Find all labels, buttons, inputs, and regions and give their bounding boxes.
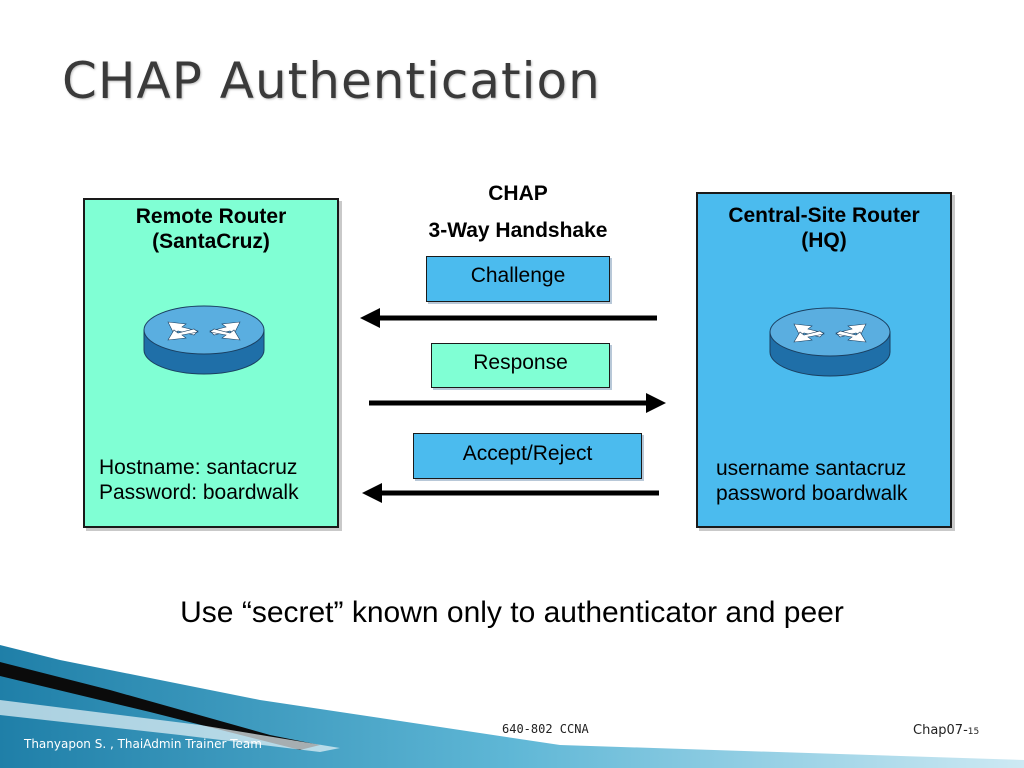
footer-course: 640-802 CCNA	[502, 722, 589, 736]
accept-reject-arrow	[362, 483, 659, 503]
footer-chapter-label: Chap07-	[913, 723, 968, 738]
remote-router-title: Remote Router	[135, 205, 287, 228]
page-title: CHAP Authentication	[62, 52, 601, 110]
router-icon	[769, 307, 891, 377]
handshake-title: CHAP	[488, 182, 548, 205]
central-password: password boardwalk	[716, 482, 908, 505]
remote-router-subtitle: (SantaCruz)	[152, 230, 270, 253]
footer-author: Thanyapon S. , ThaiAdmin Trainer Team	[24, 737, 262, 751]
bottom-note: Use “secret” known only to authenticator…	[180, 596, 844, 629]
remote-password: Password: boardwalk	[99, 481, 299, 504]
footer-chapter: Chap07-15	[913, 723, 979, 738]
challenge-arrow	[360, 308, 657, 328]
challenge-message: Challenge	[426, 256, 610, 302]
footer-page-number: 15	[967, 727, 980, 737]
accept-reject-message: Accept/Reject	[413, 433, 642, 479]
remote-hostname: Hostname: santacruz	[99, 456, 298, 479]
remote-router-box: Remote Router (SantaCruz) Hostname: sant…	[83, 198, 339, 528]
central-router-title: Central-Site Router	[728, 204, 920, 227]
response-message: Response	[431, 343, 610, 388]
handshake-subtitle: 3-Way Handshake	[428, 219, 608, 242]
router-icon	[143, 305, 265, 375]
central-router-box: Central-Site Router (HQ) username santac…	[696, 192, 952, 528]
central-router-subtitle: (HQ)	[801, 229, 847, 252]
central-username: username santacruz	[716, 457, 907, 480]
response-arrow	[369, 393, 666, 413]
